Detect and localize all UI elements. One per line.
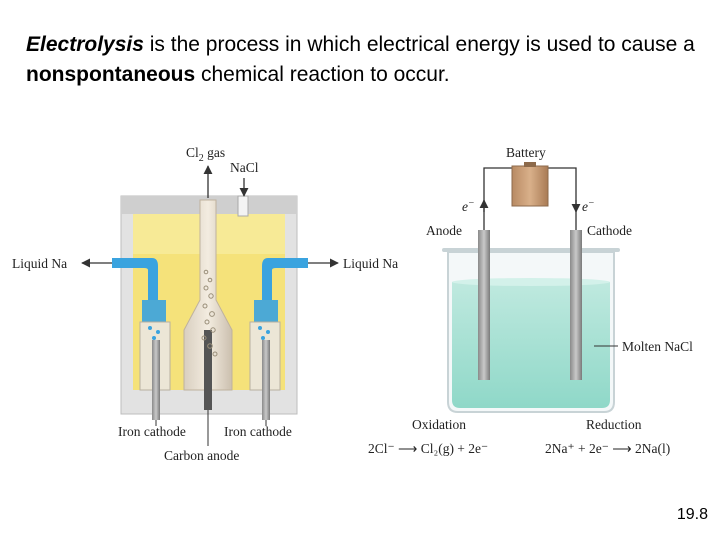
heading: Electrolysis is the process in which ele… [26, 30, 706, 90]
anode-label: Anode [426, 223, 462, 238]
molten-nacl [452, 282, 610, 408]
battery [511, 165, 549, 207]
liquid-na-left-label: Liquid Na [12, 256, 67, 271]
oxidation-label: Oxidation [412, 417, 466, 432]
liquid-na-right-label: Liquid Na [343, 256, 398, 271]
nacl-feed [237, 195, 249, 217]
carbon-anode-rod [204, 330, 212, 410]
nacl-label: NaCl [230, 160, 259, 175]
beaker-cell: Battery e− e− Anode Cathode Molten NaCl … [368, 145, 693, 456]
anode-electrode [478, 230, 490, 380]
molten-nacl-label: Molten NaCl [622, 339, 693, 354]
cl2-gas-label: Cl2 gas [186, 145, 225, 164]
oxidation-equation: 2Cl⁻ ⟶ Cl₂(g) + 2e⁻ [368, 441, 488, 456]
iron-cathode-right-label: Iron cathode [224, 424, 292, 439]
cl2-bubbles [201, 269, 218, 357]
heading-part1: is the process in which electrical energ… [143, 33, 695, 56]
cathode-label: Cathode [587, 223, 632, 238]
cathode-electrode [570, 230, 582, 380]
battery-label: Battery [506, 145, 546, 160]
carbon-anode-housing [183, 199, 233, 391]
electron-left-label: e− [462, 198, 475, 214]
wire-right [548, 167, 577, 230]
left-iron-rod [152, 340, 160, 420]
na-droplets [148, 326, 270, 340]
reduction-equation: 2Na⁺ + 2e⁻ ⟶ 2Na(l) [545, 441, 670, 456]
slide-number: 19.8 [676, 506, 708, 523]
downs-cell: Cl2 gas NaCl Liquid Na Liquid Na Iron ca… [12, 145, 398, 463]
right-na-pipe [262, 258, 308, 300]
carbon-anode-label: Carbon anode [164, 448, 239, 463]
wire-left [483, 167, 512, 230]
reduction-label: Reduction [586, 417, 642, 432]
heading-part2: chemical reaction to occur. [195, 63, 450, 86]
electron-right-label: e− [582, 198, 595, 214]
iron-cathode-left-label: Iron cathode [118, 424, 186, 439]
heading-emphasis: nonspontaneous [26, 63, 196, 86]
left-na-pipe [112, 258, 158, 300]
heading-term: Electrolysis [26, 33, 144, 56]
right-iron-rod [262, 340, 270, 420]
